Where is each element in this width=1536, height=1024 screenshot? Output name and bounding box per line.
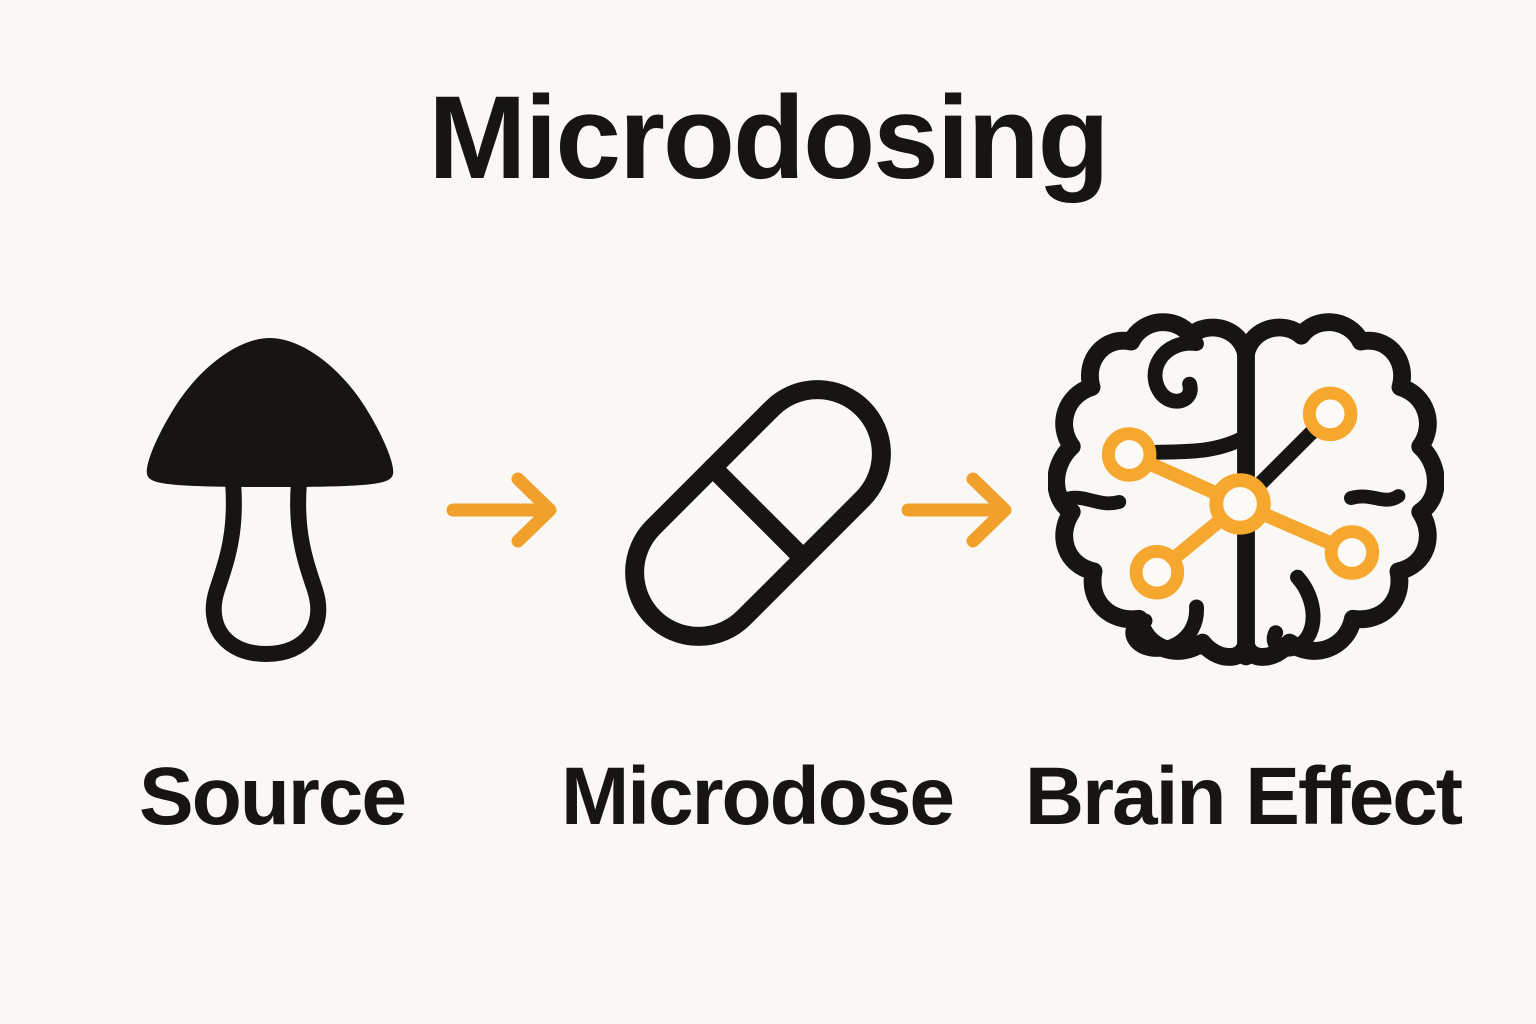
brain-fold-right-wave: [1344, 489, 1406, 507]
brain-fold-bottom-right-curl: [1266, 569, 1321, 657]
arrow-right-icon: [901, 472, 1012, 548]
pill-divider: [703, 458, 813, 568]
arrow-head: [966, 472, 1012, 548]
brain-fold-top-left-curl: [1147, 335, 1204, 409]
network-node-top-right: [1302, 386, 1358, 442]
pill-icon: [625, 380, 891, 646]
label-microdose: Microdose: [560, 751, 955, 842]
label-brain-effect: Brain Effect: [1024, 751, 1463, 842]
page-title: Microdosing: [428, 72, 1109, 204]
mushroom-stem: [205, 474, 327, 662]
brain-fold-left-wave: [1056, 490, 1127, 511]
label-source: Source: [139, 751, 407, 842]
network-node-top-left: [1101, 427, 1157, 482]
network-node-center: [1209, 473, 1271, 535]
network-node-bottom-right: [1324, 525, 1380, 580]
brain-fold-bottom-left-curl: [1125, 599, 1204, 657]
arrow-head: [511, 472, 557, 548]
mushroom-cap: [146, 338, 394, 487]
arrow-right-icon: [446, 472, 557, 548]
network-node-bottom-left: [1129, 545, 1185, 600]
mushroom-icon: [146, 338, 394, 662]
brain-network-icon: [1048, 313, 1444, 666]
